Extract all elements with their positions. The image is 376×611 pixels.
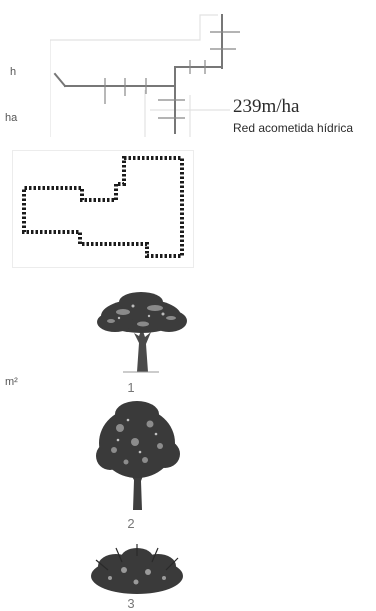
tree-2-label: 2 bbox=[127, 516, 135, 531]
tree-3-illustration bbox=[86, 540, 188, 598]
network-density-value: 239m/ha bbox=[233, 96, 300, 117]
water-network-drawing bbox=[50, 14, 240, 137]
network-density-label: Red acometida hídrica bbox=[233, 121, 354, 135]
shrub-icon bbox=[91, 544, 183, 594]
round-canopy-tree-icon bbox=[96, 401, 180, 510]
tree-1-illustration bbox=[93, 288, 190, 374]
tree-1-label: 1 bbox=[127, 380, 135, 395]
left-text-fragment-m2: m² bbox=[5, 376, 18, 388]
tree-3-label: 3 bbox=[127, 596, 135, 611]
building-footprint-plan bbox=[12, 150, 194, 268]
left-text-fragment-top: h bbox=[10, 66, 17, 78]
left-text-fragment-ha: ha bbox=[5, 112, 18, 124]
tree-2-illustration bbox=[90, 398, 185, 510]
building-footprint-drawing bbox=[12, 150, 194, 268]
water-network-plan bbox=[50, 10, 242, 137]
broadleaf-tree-icon bbox=[97, 292, 187, 373]
